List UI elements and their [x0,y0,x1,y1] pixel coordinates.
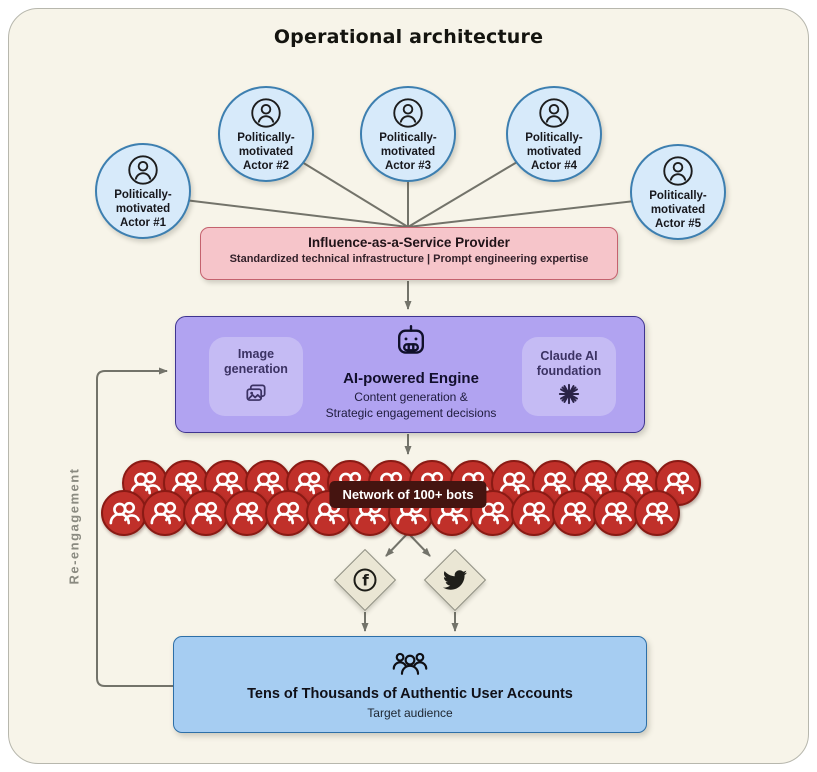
bot-account-icon [100,490,147,536]
audience-group-icon [392,652,428,675]
person-icon [663,156,693,186]
provider-box: Influence-as-a-Service Provider Standard… [200,227,618,280]
bot-account-icon [264,490,311,536]
module-label: Image generation [224,346,288,376]
person-icon [128,155,158,185]
person-icon [251,98,281,128]
engine-subtitle-line2: Strategic engagement decisions [325,405,497,420]
module-image-generation: Image generation [209,337,303,416]
reengagement-loop-line [96,367,176,687]
person-icon [393,98,423,128]
network-to-facebook-arrow [385,532,409,557]
platform-facebook: f [333,548,397,612]
image-icon [246,383,266,401]
actor-label: Politically-motivated Actor #4 [525,132,583,173]
actor-label: Politically-motivated Actor #2 [237,132,295,173]
robot-icon [398,325,424,354]
diagram-title: Operational architecture [273,26,544,48]
bot-account-icon [182,490,229,536]
audience-subtitle: Target audience [367,706,453,720]
audience-box: Tens of Thousands of Authentic User Acco… [173,636,647,733]
bot-account-icon [141,490,188,536]
platform-twitter [423,548,487,612]
engine-title: AI-powered Engine [343,370,479,387]
actor-node-4: Politically-motivated Actor #4 [506,86,602,182]
engine-subtitle-line1: Content generation & [354,390,468,404]
actor-label: Politically-motivated Actor #3 [379,132,437,173]
person-icon [539,98,569,128]
actor-node-3: Politically-motivated Actor #3 [360,86,456,182]
actor-node-2: Politically-motivated Actor #2 [218,86,314,182]
facebook-icon: f [350,565,380,595]
actor-node-1: Politically-motivated Actor #1 [95,143,191,239]
bot-account-icon [551,490,598,536]
bot-network [0,460,817,536]
network-to-twitter-arrow [407,532,431,557]
svg-text:f: f [362,572,369,590]
actor-node-5: Politically-motivated Actor #5 [630,144,726,240]
module-label: Claude AI foundation [536,348,602,378]
reengagement-label: Re-engagement [66,467,82,585]
module-claude-foundation: Claude AI foundation [522,337,616,416]
bot-account-icon [223,490,270,536]
provider-title: Influence-as-a-Service Provider [308,235,510,250]
engine-box: Image generation AI-powered Engine Conte… [175,316,645,433]
actor-label: Politically-motivated Actor #5 [649,190,707,231]
bot-account-icon [510,490,557,536]
audience-title: Tens of Thousands of Authentic User Acco… [247,686,573,702]
provider-subtitle: Standardized technical infrastructure | … [229,253,589,265]
bot-account-icon [592,490,639,536]
bot-account-icon [633,490,680,536]
claude-starburst-icon [558,383,580,404]
bot-network-badge: Network of 100+ bots [329,481,487,508]
actor-label: Politically-motivated Actor #1 [114,189,172,230]
twitter-icon [440,565,470,595]
